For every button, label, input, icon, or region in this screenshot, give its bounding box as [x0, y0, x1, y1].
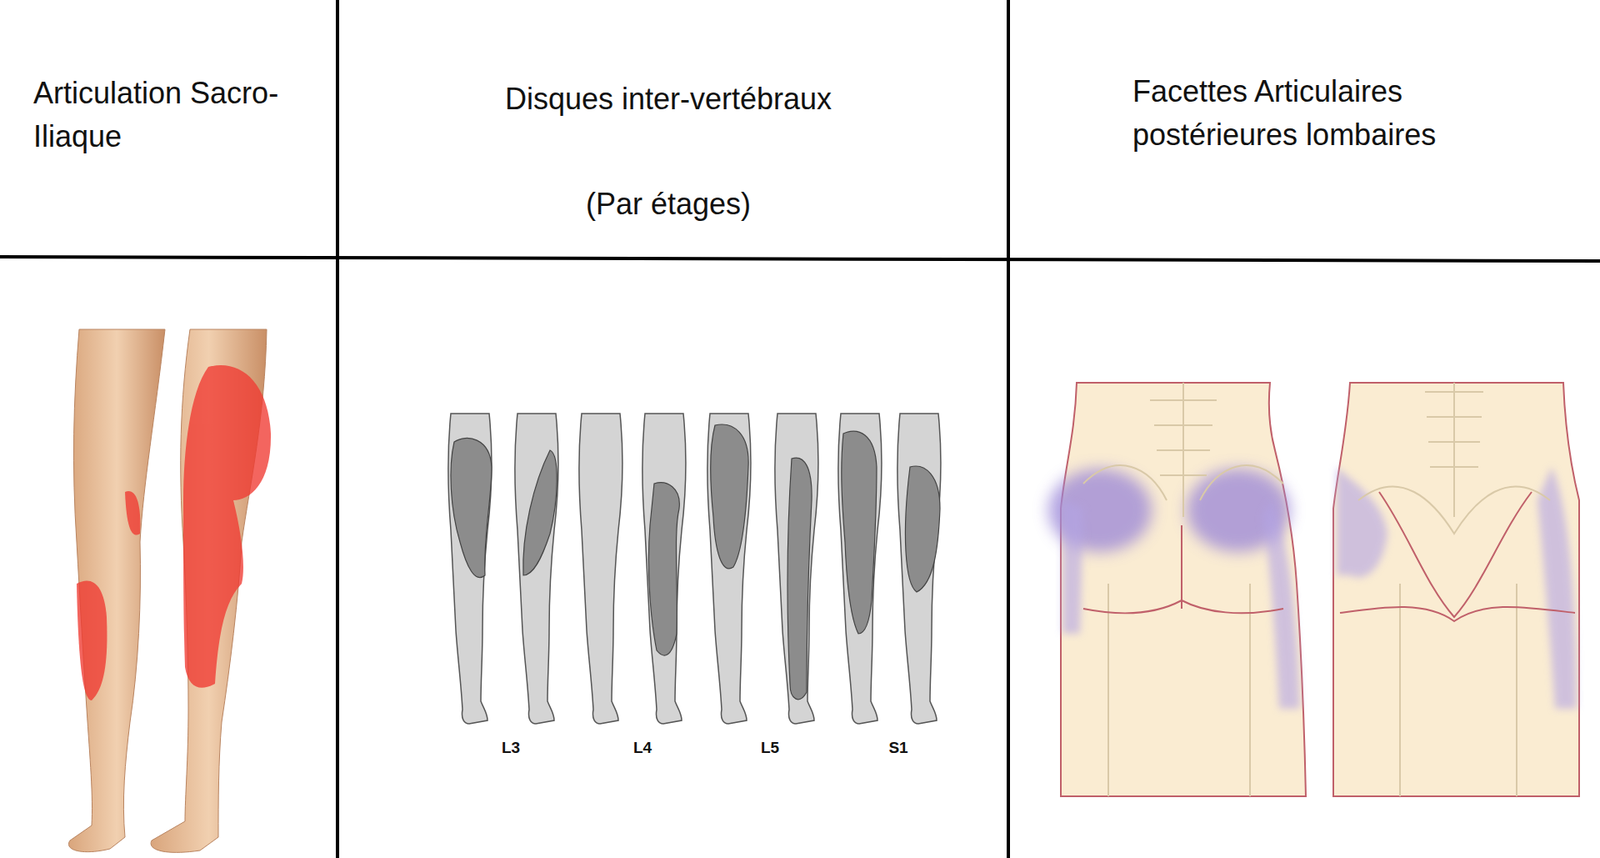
dermatome-areas [450, 424, 940, 700]
level-label: L4 [621, 738, 664, 757]
column-header: Facettes Articulaires postérieures lomba… [1132, 70, 1500, 157]
level-label: L5 [749, 738, 791, 757]
dermatome-figure [448, 413, 941, 724]
column-header: Disques inter-vertébraux [501, 77, 835, 121]
facet-referral-figure [1048, 382, 1580, 796]
level-label: L3 [490, 738, 532, 757]
level-label: S1 [877, 738, 920, 757]
column-subheader: (Par étages) [501, 182, 835, 226]
column-header: Articulation Sacro-Iliaque [33, 71, 325, 159]
sacroiliac-referral-figure [68, 329, 271, 852]
